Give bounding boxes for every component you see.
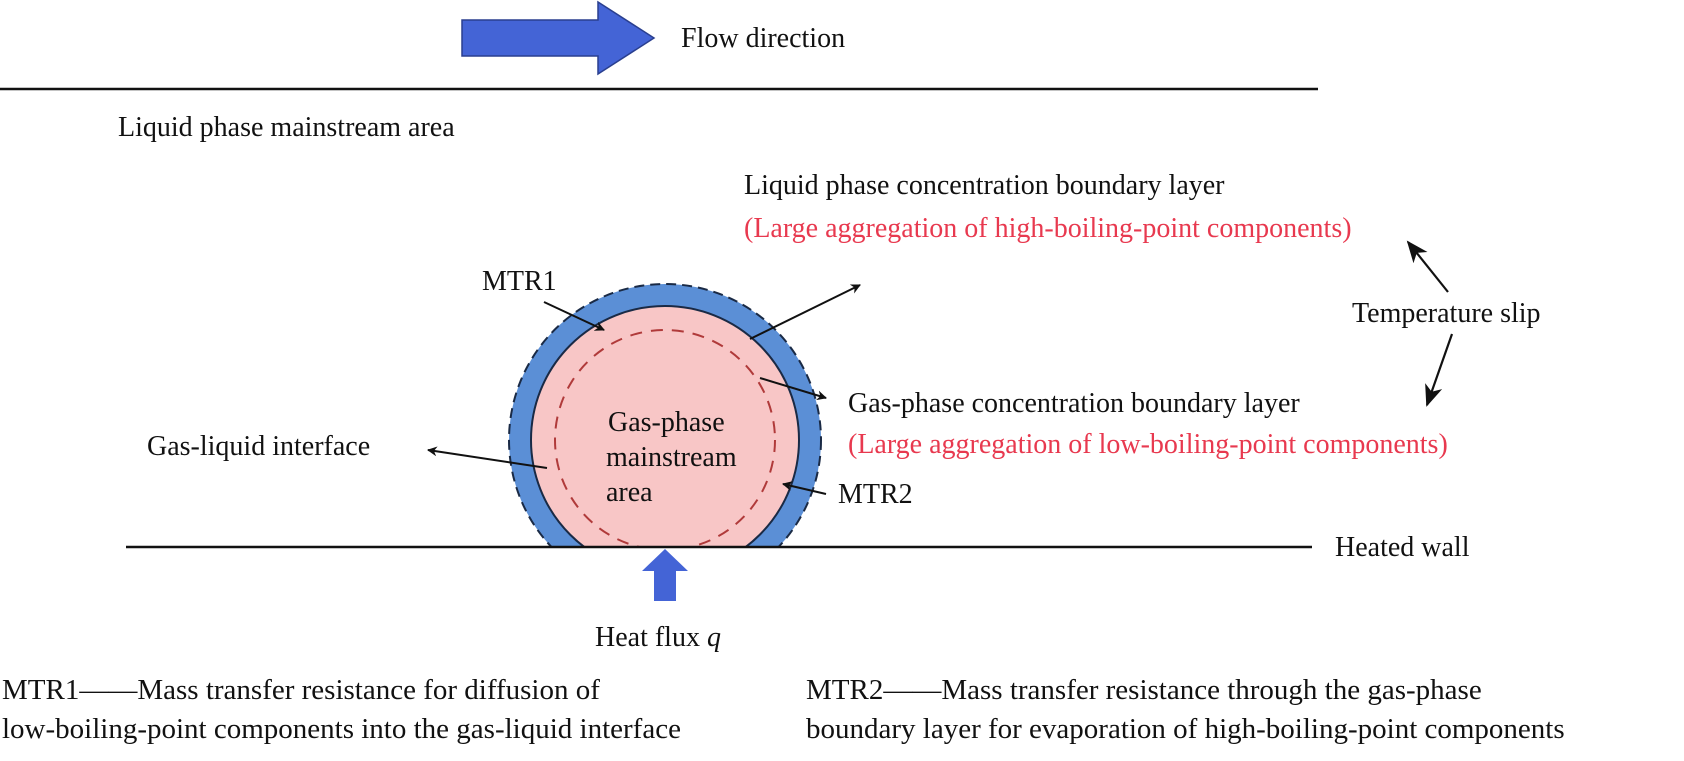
temperature-slip-up-arrow-icon [1406,240,1449,293]
interface-pointer-arrow-icon [427,446,548,469]
legend-mtr1-line1: MTR1——Mass transfer resistance for diffu… [2,674,600,706]
gas-boundary-layer-note: (Large aggregation of low-boiling-point … [848,429,1448,460]
heat-flux-arrow-icon [642,549,688,601]
gas-liquid-interface-circle [530,305,800,547]
temperature-slip-label: Temperature slip [1352,298,1541,329]
temperature-slip-down-arrow-icon [1425,333,1454,407]
flow-direction-arrow-icon [461,0,656,76]
bubble [508,283,822,547]
heated-wall-label: Heated wall [1335,532,1470,563]
bubble-core-label-line3: area [606,477,653,508]
mtr1-label: MTR1 [482,266,557,297]
gas-layer-pointer-arrow-icon [759,377,827,401]
outer-dashed-boundary [508,283,822,547]
gas-liquid-interface-label: Gas-liquid interface [147,431,370,462]
mtr1-arrow-icon [543,301,605,331]
gas-boundary-layer-title: Gas-phase concentration boundary layer [848,388,1300,419]
liquid-layer-pointer-arrow-icon [749,284,861,340]
legend-mtr2-line1: MTR2——Mass transfer resistance through t… [806,674,1482,706]
flow-direction-label: Flow direction [681,23,845,54]
mtr2-arrow-icon [782,481,827,495]
liquid-mainstream-label: Liquid phase mainstream area [118,112,455,143]
liquid-boundary-layer-note: (Large aggregation of high-boiling-point… [744,213,1352,244]
legend-mtr1-line2: low-boiling-point components into the ga… [2,713,681,745]
bubble-core-label-line2: mainstream [606,442,737,473]
liquid-boundary-layer-title: Liquid phase concentration boundary laye… [744,170,1225,201]
bubble-core-label-line1: Gas-phase [608,407,725,438]
gas-concentration-boundary-dashed [554,329,776,547]
legend-mtr2-line2: boundary layer for evaporation of high-b… [806,713,1565,745]
mtr2-label: MTR2 [838,479,913,510]
heat-flux-label: Heat flux q [595,622,721,653]
